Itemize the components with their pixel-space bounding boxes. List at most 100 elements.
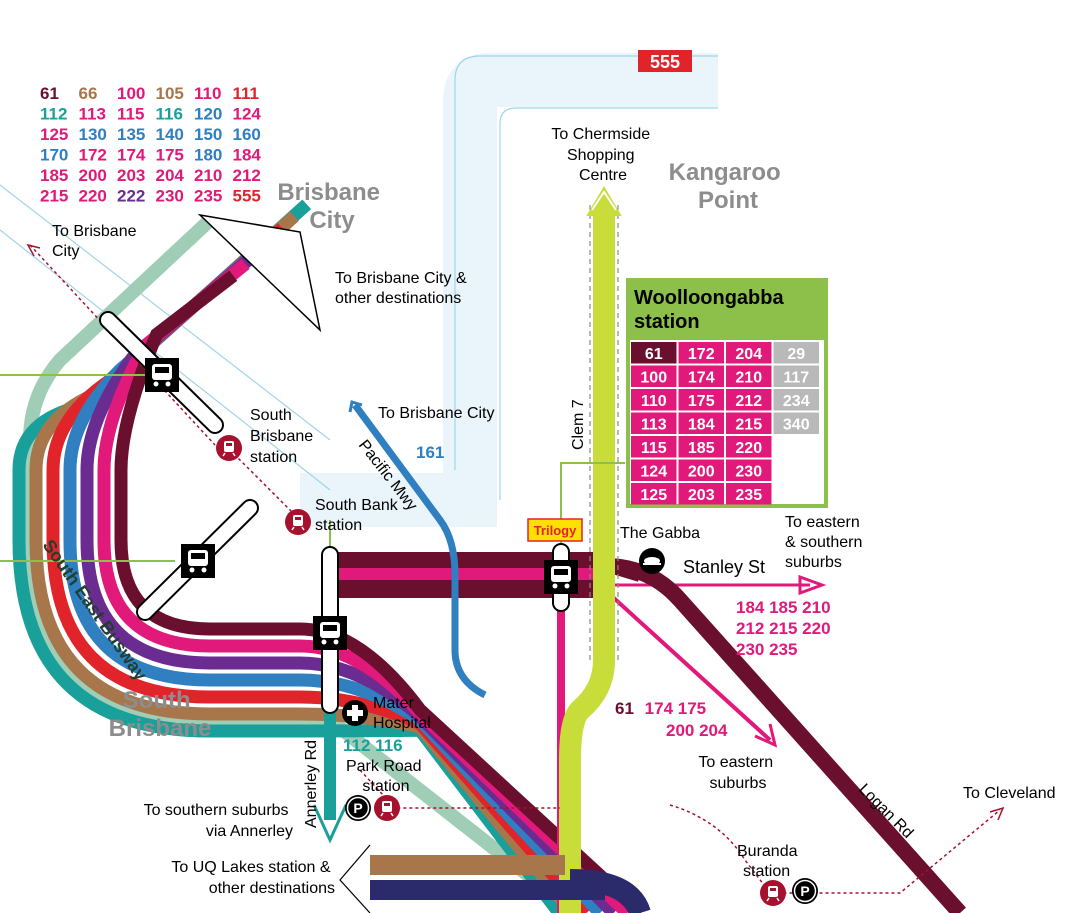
legend-route-130: 130 — [79, 125, 107, 144]
route-cell — [631, 436, 677, 458]
busway-line-teal — [12, 199, 565, 913]
place-south-brisbane: South Brisbane — [109, 687, 212, 742]
logan-rd-line — [604, 558, 966, 913]
south-bank-station-label: South Bank station — [315, 497, 402, 534]
legend-route-150: 150 — [194, 125, 222, 144]
route-cell-label: 220 — [735, 440, 762, 457]
legend-route-222: 222 — [117, 187, 145, 206]
route-cell — [773, 365, 819, 387]
to-southern-suburbs-label: To southern suburbs via Annerley — [144, 802, 293, 840]
route-cell-label: 125 — [640, 487, 667, 504]
to-brisbane-city-label: To Brisbane City — [52, 223, 141, 260]
clem7-label: Clem 7 — [570, 399, 587, 450]
train-icon[interactable] — [215, 434, 243, 462]
legend-route-210: 210 — [194, 166, 222, 185]
legend-route-140: 140 — [156, 125, 184, 144]
route-cell — [678, 412, 724, 434]
legend-route-235: 235 — [194, 187, 222, 206]
route-cell — [773, 389, 819, 411]
annerley-rd-label: Annerley Rd — [303, 740, 320, 828]
legend-route-125: 125 — [40, 125, 68, 144]
legend-route-120: 120 — [194, 105, 222, 124]
route-cell-label: 100 — [640, 370, 667, 387]
route-cell — [773, 342, 819, 364]
route-cell — [726, 412, 772, 434]
route-cell — [631, 459, 677, 481]
trilogy-label: Trilogy — [534, 523, 577, 538]
legend-route-185: 185 — [40, 166, 68, 185]
legend-route-220: 220 — [79, 187, 107, 206]
route-cell-label: 113 — [641, 417, 667, 434]
pacific-mwy-line — [352, 402, 487, 699]
south-brisbane-station-label: South Brisbane station — [250, 407, 318, 466]
stanley-st-label: Stanley St — [683, 557, 765, 577]
the-gabba-label: The Gabba — [620, 525, 700, 542]
legend-route-200: 200 — [79, 166, 107, 185]
legend-route-172: 172 — [79, 146, 107, 165]
parking-icon — [791, 877, 819, 905]
legend-route-113: 113 — [79, 105, 106, 124]
eastern-suburbs-arrow — [603, 588, 772, 742]
parking-icon — [344, 794, 372, 822]
woolloongabba-title: Woolloongabba station — [634, 287, 789, 333]
route-cell-label: 117 — [783, 370, 809, 387]
route-cell-label: 230 — [735, 464, 762, 481]
route-555-badge — [638, 50, 692, 72]
route-555-label: 555 — [650, 52, 680, 72]
to-eastern-southern-label: To eastern & southern suburbs — [785, 514, 867, 571]
mater-hospital-label: Mater Hospital — [373, 695, 431, 732]
route-cell-label: 175 — [688, 393, 715, 410]
legend-route-174: 174 — [117, 146, 146, 165]
busway-route-bundle — [12, 199, 646, 913]
route-cell-label: 212 — [735, 393, 762, 410]
legend-route-230: 230 — [156, 187, 184, 206]
busway-line-purple — [80, 246, 619, 913]
brisbane-city-arrowhead — [197, 213, 322, 333]
route-cell — [678, 389, 724, 411]
train-icon[interactable] — [759, 879, 787, 907]
legend-route-215: 215 — [40, 187, 68, 206]
to-brisbane-city-other-label: To Brisbane City & other destinations — [335, 270, 471, 307]
to-eastern-suburbs-label: To eastern suburbs — [698, 754, 777, 792]
train-icon[interactable] — [373, 794, 401, 822]
legend-route-100: 100 — [117, 84, 145, 103]
legend-route-116: 116 — [156, 105, 183, 124]
place-kangaroo-point: Kangaroo Point — [669, 159, 788, 214]
route-cell — [726, 483, 772, 505]
route-cell — [726, 342, 772, 364]
route-cell — [631, 412, 677, 434]
legend-route-212: 212 — [233, 166, 261, 185]
route-cell-label: 115 — [641, 440, 667, 457]
legend-route-203: 203 — [117, 166, 145, 185]
route-cell — [631, 483, 677, 505]
legend-route-110: 110 — [194, 84, 221, 103]
buranda-station-label: Buranda station — [737, 843, 802, 880]
busway-line-blue — [63, 235, 605, 913]
legend-route-111: 111 — [233, 84, 260, 103]
legend-route-61: 61 — [40, 84, 59, 103]
route-cell — [678, 342, 724, 364]
bus-icon[interactable] — [181, 544, 215, 578]
route-cell-label: 29 — [787, 346, 805, 363]
legend-route-180: 180 — [194, 146, 222, 165]
route-cell-label: 184 — [688, 417, 715, 434]
bus-icon[interactable] — [544, 560, 578, 594]
eastern-routes-a: 61 174 175 — [615, 699, 706, 718]
stanley-st-routes: 184 185 210 212 215 220 230 235 — [736, 598, 835, 659]
route-cell-label: 110 — [641, 393, 667, 410]
legend-route-160: 160 — [233, 125, 261, 144]
route-cell — [631, 389, 677, 411]
busway-line-pink — [97, 258, 632, 913]
route-cell — [631, 365, 677, 387]
route-cell-label: 234 — [783, 393, 810, 410]
route-cell — [726, 389, 772, 411]
route-cell — [726, 436, 772, 458]
to-uq-lakes-label: To UQ Lakes station & other destinations — [171, 859, 335, 897]
bus-icon[interactable] — [145, 358, 179, 392]
train-icon[interactable] — [284, 508, 312, 536]
trilogy-badge — [527, 518, 583, 542]
route-cell-label: 200 — [688, 464, 715, 481]
bus-icon[interactable] — [313, 616, 347, 650]
to-cleveland-label: To Cleveland — [963, 785, 1056, 802]
